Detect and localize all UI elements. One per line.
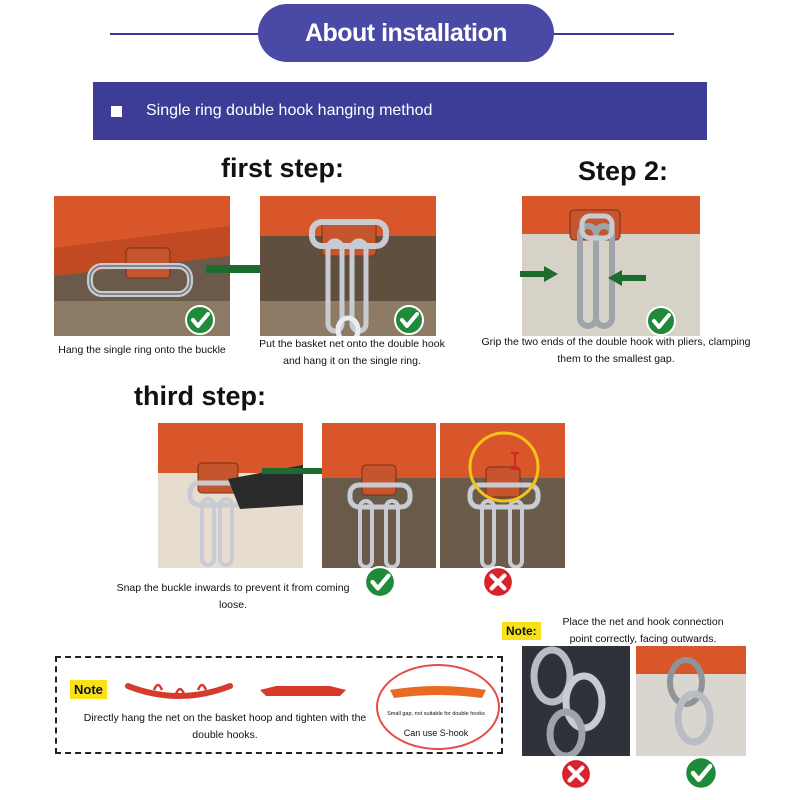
check-icon — [684, 756, 718, 795]
photo-step3-incorrect — [440, 423, 565, 568]
arrow-right-icon — [520, 266, 558, 282]
header-rule-right — [552, 33, 674, 35]
note-box-small-text: Small gap, not suitable for double hooks — [387, 711, 485, 717]
first-step-title: first step: — [221, 153, 345, 183]
caption-step2: Grip the two ends of the double hook wit… — [481, 336, 751, 365]
caption-step1-b: Put the basket net onto the double hook … — [259, 338, 445, 367]
note-box-caption: Directly hang the net on the basket hoop… — [83, 712, 367, 741]
third-step-title: third step: — [134, 381, 266, 411]
caption-step1-a: Hang the single ring onto the buckle — [58, 344, 226, 356]
s-hook-callout — [376, 664, 500, 750]
note-box-s-hook-text: Can use S-hook — [403, 728, 469, 738]
method-title: Single ring double hook hanging method — [146, 102, 433, 119]
method-banner: Single ring double hook hanging method — [93, 82, 707, 140]
header-rule-left — [110, 33, 260, 35]
note-caption: Place the net and hook connection point … — [562, 616, 724, 645]
note-tag: Note: — [502, 622, 541, 640]
check-icon — [394, 305, 424, 340]
photo-step1-ring-on-buckle — [54, 196, 230, 336]
hoop-clip-icon — [260, 686, 346, 696]
arrow-left-icon — [608, 270, 646, 286]
note-box-tag: Note — [70, 680, 107, 699]
photo-step1-net-on-hook — [260, 196, 436, 336]
caption-step3: Snap the buckle inwards to prevent it fr… — [116, 582, 350, 611]
photo-step3-correct — [322, 423, 436, 568]
step2-title: Step 2: — [578, 156, 669, 186]
check-icon — [364, 566, 396, 603]
note-box — [55, 656, 503, 754]
check-icon — [185, 305, 215, 340]
photo-note-incorrect — [522, 646, 630, 756]
hoop-clip-icon — [125, 683, 233, 699]
cross-icon — [560, 758, 592, 795]
photo-note-correct — [636, 646, 746, 756]
page-title: About installation — [258, 4, 554, 62]
hoop-clip-icon — [390, 686, 486, 698]
photo-step3-snap-buckle — [158, 423, 303, 568]
check-icon — [646, 306, 676, 341]
cross-icon — [482, 566, 514, 603]
bullet-square-icon — [111, 105, 122, 117]
